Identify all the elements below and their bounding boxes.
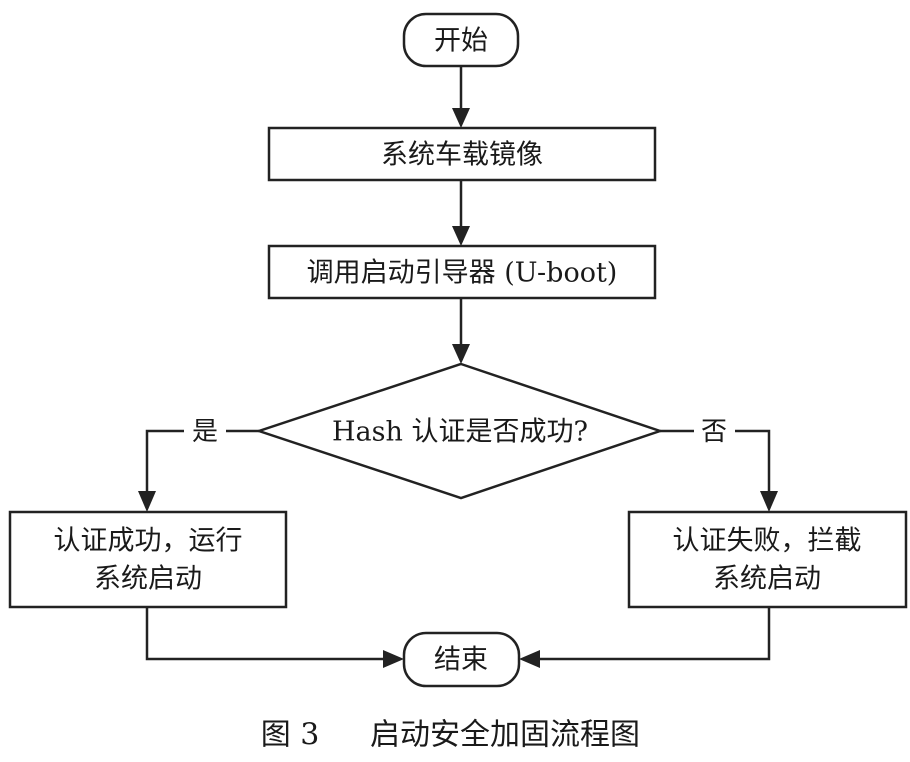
edge-success-to-end: [145, 607, 386, 661]
end-terminal: [402, 631, 521, 688]
arrowhead-to-fail: [760, 491, 778, 512]
process-auth-success-line2: 系统启动: [94, 564, 202, 595]
edge-no-path: [735, 429, 771, 494]
arrowhead-fail-to-end: [519, 650, 540, 668]
figure-number: 图 3: [261, 718, 320, 753]
edge-yes-path: [145, 429, 184, 494]
arrowhead-to-success: [138, 491, 156, 512]
edge-label-no: 否: [701, 417, 727, 447]
figure-title: 启动安全加固流程图: [370, 718, 640, 753]
edge-fail-to-end: [538, 607, 771, 661]
process-auth-fail-line1: 认证失败，拦截: [673, 526, 862, 557]
arrowhead-to-load: [452, 108, 470, 128]
start-label: 开始: [434, 26, 488, 57]
edge-label-yes: 是: [192, 417, 218, 447]
process-auth-fail: [627, 510, 908, 609]
process-auth-success-line1: 认证成功，运行: [54, 526, 243, 557]
decision-diamond: [255, 362, 664, 500]
process-auth-fail-line2: 系统启动: [713, 564, 821, 595]
process-load-image-label: 系统车载镜像: [381, 140, 543, 171]
decision-label: Hash 认证是否成功?: [332, 417, 588, 448]
process-bootloader-label: 调用启动引导器 (U-boot): [307, 258, 618, 289]
arrowhead-to-boot: [452, 226, 470, 246]
process-load-image: [267, 126, 657, 182]
arrowhead-success-to-end: [383, 650, 404, 668]
arrowhead-to-decision: [452, 344, 470, 364]
end-label: 结束: [434, 645, 488, 676]
